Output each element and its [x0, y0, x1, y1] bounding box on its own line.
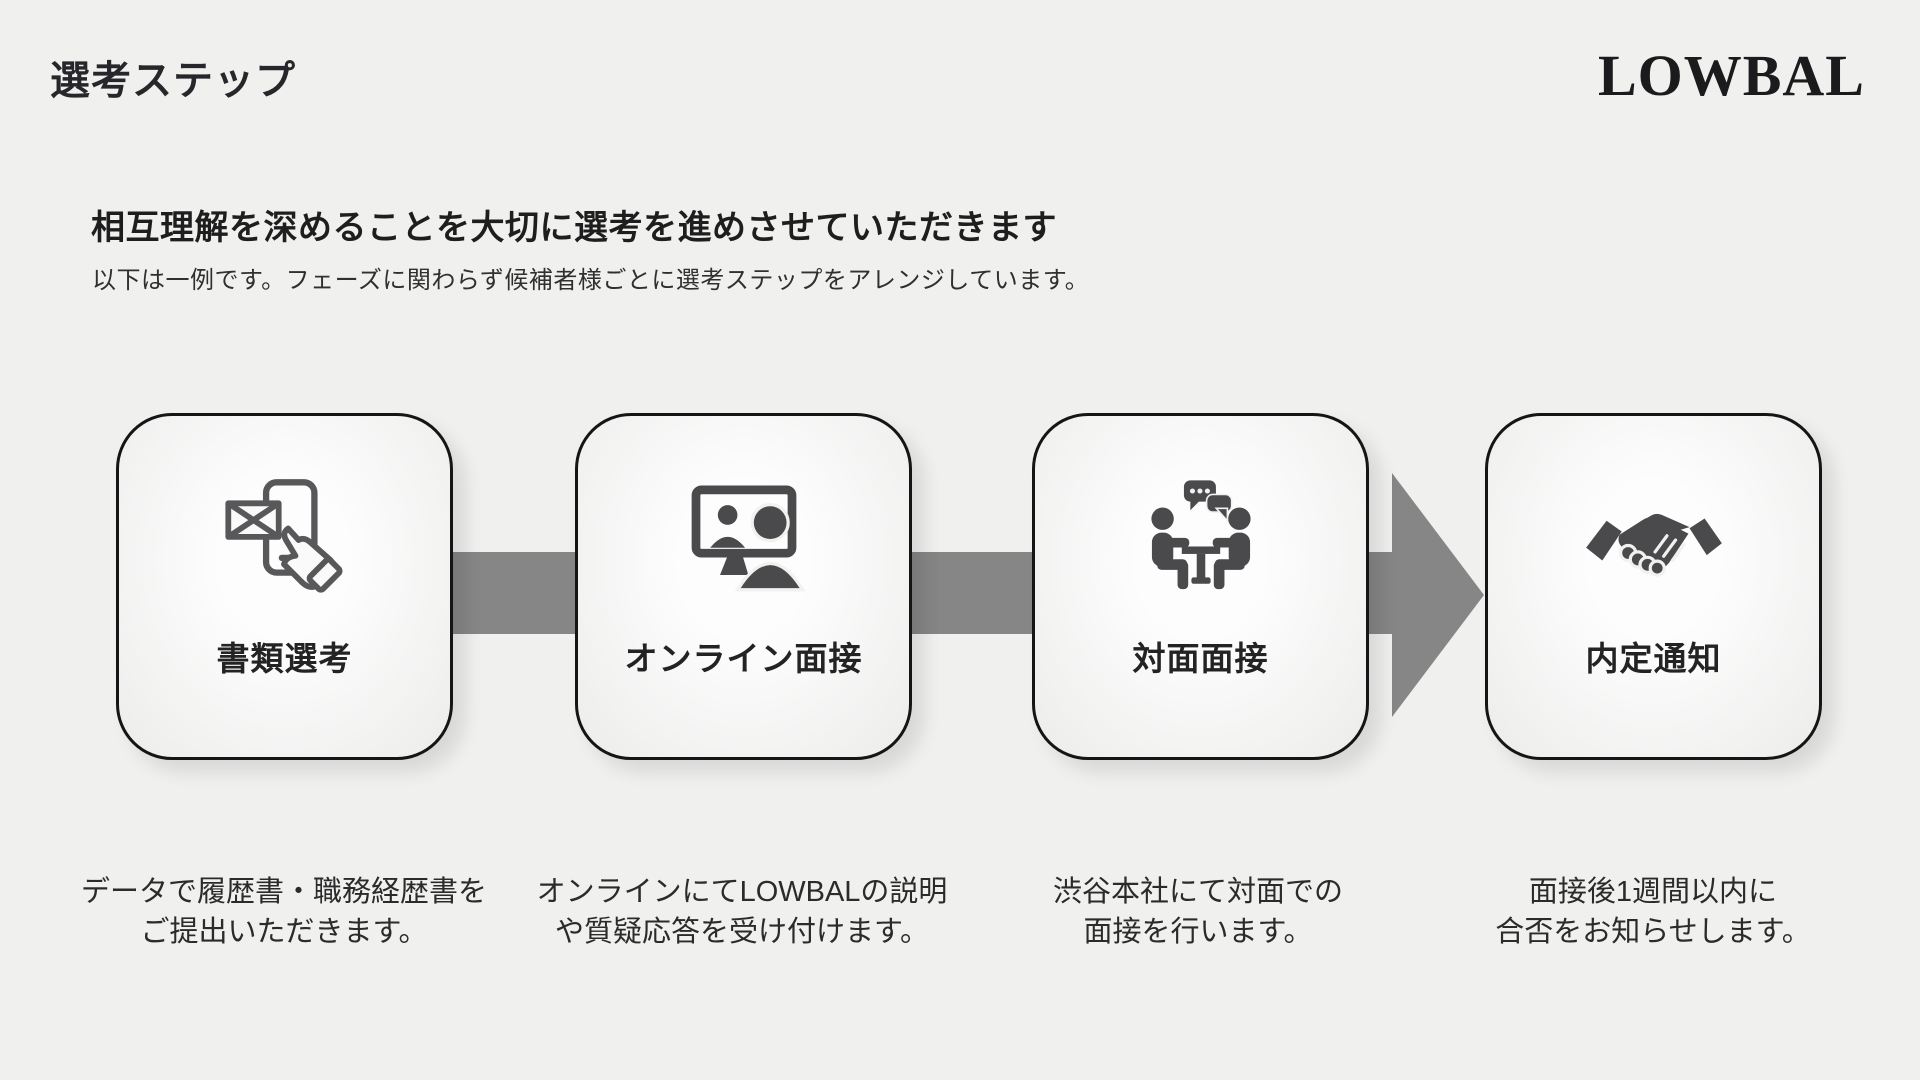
face-to-face-interview-icon: [1101, 472, 1301, 606]
step-description-line: 合否をお知らせします。: [1495, 916, 1811, 949]
online-interview-icon: [644, 472, 844, 606]
arrow-head-icon: [1392, 473, 1484, 717]
step-description-2: オンラインにてLOWBALの説明 や質疑応答を受け付けます。: [502, 872, 982, 952]
connector-bar-2: [900, 552, 1042, 634]
step-description-line: データで履歴書・職務経歴書を: [80, 876, 487, 908]
page-title: 選考ステップ: [50, 59, 296, 103]
step-description-line: 面接を行います。: [1083, 916, 1313, 949]
step-description-line: や質疑応答を受け付けます。: [554, 916, 930, 949]
step-label: 書類選考: [216, 640, 353, 677]
step-description-line: 面接後1週間以内に: [1528, 876, 1778, 908]
step-box-offer-notice: 内定通知: [1485, 413, 1822, 760]
handshake-icon: [1554, 472, 1754, 606]
connector-bar-1: [445, 552, 585, 634]
phone-mail-icon: [185, 472, 385, 606]
step-label: 対面面接: [1132, 640, 1269, 677]
step-label: 内定通知: [1585, 640, 1722, 677]
step-description-line: オンラインにてLOWBALの説明: [536, 876, 948, 908]
headline: 相互理解を深めることを大切に選考を進めさせていただきます: [91, 209, 1057, 247]
step-description-line: 渋谷本社にて対面での: [1052, 876, 1343, 908]
brand-logo: LOWBAL: [1597, 43, 1865, 108]
step-box-document-screening: 書類選考: [116, 413, 453, 760]
step-description-1: データで履歴書・職務経歴書を ご提出いただきます。: [44, 872, 524, 952]
step-box-online-interview: オンライン面接: [575, 413, 912, 760]
step-box-in-person-interview: 対面面接: [1032, 413, 1369, 760]
step-label: オンライン面接: [624, 640, 863, 677]
step-description-4: 面接後1週間以内に 合否をお知らせします。: [1413, 872, 1893, 952]
step-description-3: 渋谷本社にて対面での 面接を行います。: [958, 872, 1438, 952]
step-description-line: ご提出いただきます。: [140, 916, 428, 949]
subtitle: 以下は一例です。フェーズに関わらず候補者様ごとに選考ステップをアレンジしています…: [92, 267, 1090, 294]
